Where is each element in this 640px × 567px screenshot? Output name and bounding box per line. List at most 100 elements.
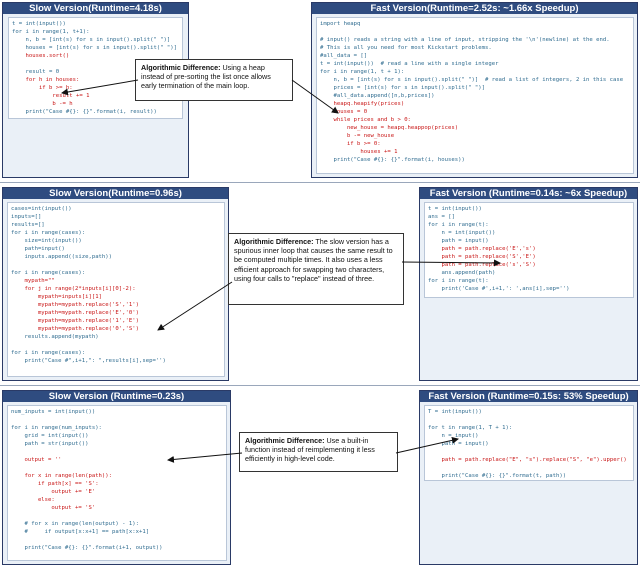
row2-arrow-left xyxy=(157,281,233,331)
code-line: for i in range(1, t+1): xyxy=(12,29,90,35)
row1-note-text: Using a heap instead of pre-sorting the … xyxy=(141,63,271,91)
code-line: new_house = heapq.heappop(prices) xyxy=(320,125,459,131)
row3-note-label: Algorithmic Difference: xyxy=(245,436,325,445)
code-line: while prices and b > 0: xyxy=(320,117,411,123)
code-line: # This is all you need for most Kickstar… xyxy=(320,45,492,51)
code-line: results=[] xyxy=(11,222,45,228)
code-line: if b >= 0: xyxy=(320,141,381,147)
code-line: path = input() xyxy=(428,238,489,244)
code-line: mypath=mypath.replace('E','0') xyxy=(11,310,139,316)
row3-note: Algorithmic Difference: Use a built-in f… xyxy=(239,432,398,472)
code-line: print("Case #",i+1,": ",results[i],sep='… xyxy=(11,358,166,364)
row1-fast-panel: Fast Version(Runtime=2.52s: ~1.66x Speed… xyxy=(311,2,638,178)
row3-fast-code: T = int(input()) for t in range(1, T + 1)… xyxy=(424,405,634,481)
code-line: output += 'S' xyxy=(11,505,96,511)
code-line: for i in range(t): xyxy=(428,222,489,228)
code-line: result += 1 xyxy=(12,93,90,99)
code-line: houses = [int(s) for s in input().split(… xyxy=(12,45,178,51)
row2-slow-panel: Slow Version(Runtime=0.96s) cases=int(in… xyxy=(2,187,229,381)
code-line: # for x in range(len(output) - 1): xyxy=(11,521,139,527)
code-line: #all_data.append([n,b,prices]) xyxy=(320,93,435,99)
row3-arrow-left xyxy=(167,452,243,463)
row-divider-1 xyxy=(0,182,640,183)
code-line: path = path.replace('S','E') xyxy=(428,254,536,260)
code-line: path=input() xyxy=(11,246,65,252)
row1-arrow-left xyxy=(61,79,139,96)
code-line: path = input() xyxy=(428,441,489,447)
row1-fast-title: Fast Version(Runtime=2.52s: ~1.66x Speed… xyxy=(312,3,637,14)
row2-note: Algorithmic Difference: The slow version… xyxy=(228,233,404,305)
code-line: print('Case #',i+1,': ',ans[i],sep='') xyxy=(428,286,570,292)
code-line: houses.sort() xyxy=(12,53,70,59)
code-line: t = int(input()) # read a line with a si… xyxy=(320,61,499,67)
code-line: for i in range(cases): xyxy=(11,270,86,276)
row2-fast-title: Fast Version (Runtime=0.14s: ~6x Speedup… xyxy=(420,188,637,199)
code-line: results.append(mypath) xyxy=(11,334,99,340)
row3-slow-code: num_inputs = int(input()) for i in range(… xyxy=(7,405,227,561)
row1-fast-code: import heapq # input() reads a string wit… xyxy=(316,17,634,174)
code-line: n = input() xyxy=(428,433,479,439)
row2-slow-code: cases=int(input()) inputs=[] results=[] for… xyxy=(7,202,225,377)
code-line: t = int(input()) xyxy=(12,21,66,27)
code-line: cases=int(input()) xyxy=(11,206,72,212)
row2-note-label: Algorithmic Difference: xyxy=(234,237,314,246)
code-line: T = int(input()) xyxy=(428,409,482,415)
code-line: output = '' xyxy=(11,457,62,463)
code-line: inputs.append((size,path)) xyxy=(11,254,113,260)
code-line: houses += 1 xyxy=(320,149,398,155)
code-line: print("Case #{}: {}".format(i+1, output)… xyxy=(11,545,163,551)
code-line: for i in range(cases): xyxy=(11,230,86,236)
code-line: ans = [] xyxy=(428,214,455,220)
code-line: if b >= h: xyxy=(12,85,73,91)
code-line: path = path.replace("E", "s").replace("S… xyxy=(428,457,627,463)
code-line: num_inputs = int(input()) xyxy=(11,409,96,415)
code-line: prices = [int(s) for s in input().split(… xyxy=(320,85,486,91)
code-line: for t in range(1, T + 1): xyxy=(428,425,513,431)
code-line: n, b = [int(s) for s in input().split(" … xyxy=(320,77,624,83)
code-line: for x in range(len(path)): xyxy=(11,473,113,479)
code-line: # input() reads a string with a line of … xyxy=(320,37,610,43)
code-line: # if output[x:x+1] == path[x:x+1] xyxy=(11,529,150,535)
row3-slow-panel: Slow Version (Runtime=0.23s) num_inputs … xyxy=(2,390,231,565)
code-line: #all_data = [] xyxy=(320,53,368,59)
code-line: print("Case #{}: {}".format(i, houses)) xyxy=(320,157,465,163)
code-line: for i in range(num_inputs): xyxy=(11,425,102,431)
code-line: b -= new_house xyxy=(320,133,395,139)
row2-arrow-right xyxy=(401,259,501,267)
row3-arrow-right xyxy=(395,436,459,454)
code-line: for h in houses: xyxy=(12,77,80,83)
row1-arrow-right xyxy=(291,79,339,114)
code-line: houses = 0 xyxy=(320,109,368,115)
code-line: n = int(input()) xyxy=(428,230,496,236)
code-line: for j in range(2*inputs[i][0]-2): xyxy=(11,286,136,292)
code-line: mypath=mypath.replace('0','S') xyxy=(11,326,139,332)
code-line: heapq.heapify(prices) xyxy=(320,101,405,107)
code-line: t = int(input()) xyxy=(428,206,482,212)
row2-slow-title: Slow Version(Runtime=0.96s) xyxy=(3,188,228,199)
code-line: n, b = [int(s) for s in input().split(" … xyxy=(12,37,171,43)
code-line: mypath="" xyxy=(11,278,55,284)
row3-fast-title: Fast Version (Runtime=0.15s: 53% Speedup… xyxy=(420,391,637,402)
code-line: for i in range(1, t + 1): xyxy=(320,69,405,75)
code-line: mypath=inputs[i][1] xyxy=(11,294,102,300)
code-line: grid = int(input()) xyxy=(11,433,89,439)
code-line: path = path.replace('E','s') xyxy=(428,246,536,252)
row1-slow-code: t = int(input())for i in range(1, t+1): … xyxy=(8,17,183,119)
code-line: size=int(input()) xyxy=(11,238,82,244)
code-line: else: xyxy=(11,497,55,503)
code-line: for i in range(t): xyxy=(428,278,489,284)
code-line: result = 0 xyxy=(12,69,60,75)
row1-slow-title: Slow Version(Runtime=4.18s) xyxy=(3,3,188,14)
row-divider-2 xyxy=(0,385,640,386)
code-line: path = str(input()) xyxy=(11,441,89,447)
code-line: mypath=mypath.replace('1','E') xyxy=(11,318,139,324)
row3-slow-title: Slow Version (Runtime=0.23s) xyxy=(3,391,230,402)
row3-note-text: Use a built-in function instead of reimp… xyxy=(245,436,375,464)
code-line: for i in range(cases): xyxy=(11,350,86,356)
code-line: inputs=[] xyxy=(11,214,42,220)
row1-note: Algorithmic Difference: Using a heap ins… xyxy=(135,59,293,101)
row3-fast-panel: Fast Version (Runtime=0.15s: 53% Speedup… xyxy=(419,390,638,565)
code-line: print("Case #{}: {}".format(i, result)) xyxy=(12,109,157,115)
code-line: import heapq xyxy=(320,21,361,27)
